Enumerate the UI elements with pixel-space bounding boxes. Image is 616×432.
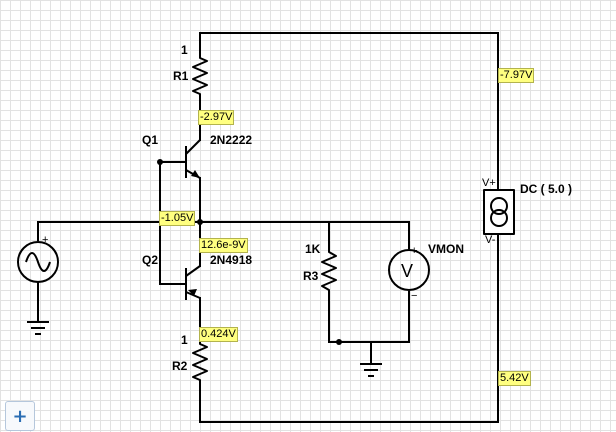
- dc-value-label: DC ( 5.0 ): [520, 182, 572, 196]
- vmon-symbol: V: [401, 261, 413, 281]
- ac-voltage-source[interactable]: +: [17, 234, 59, 283]
- resistor-r2[interactable]: 1 R2: [172, 333, 208, 382]
- probe-right-bottom[interactable]: 5.42V: [498, 371, 531, 386]
- top-rail-wire: [199, 32, 499, 191]
- source-circle-bottom-icon: [490, 209, 508, 227]
- ac-source-plus-label: +: [42, 234, 48, 246]
- bottom-rail-wire: [199, 381, 499, 423]
- probe-right-top[interactable]: -7.97V: [498, 68, 535, 83]
- ac-source-to-node-wire: [37, 221, 201, 241]
- vmon-top-wire: [199, 221, 410, 249]
- r1-value-label: 1: [181, 43, 188, 57]
- junction-emitter-node: [197, 219, 203, 225]
- probe-emitter-node[interactable]: 12.6e-9V: [199, 238, 248, 253]
- r2-ref-label: R2: [172, 359, 188, 373]
- probe-r1-bottom[interactable]: -2.97V: [198, 110, 235, 125]
- r1-ref-label: R1: [173, 69, 189, 83]
- q2-emitter-arrow-icon: [188, 289, 197, 296]
- probe-r2-top[interactable]: 0.424V: [199, 327, 238, 342]
- transistor-q2[interactable]: Q2 2N4918: [142, 253, 252, 300]
- wires: [37, 32, 499, 423]
- q1-emitter-arrow-icon: [191, 170, 200, 178]
- r2-value-label: 1: [181, 333, 188, 347]
- dc-source[interactable]: V+ V- DC ( 5.0 ): [482, 177, 572, 246]
- q1-model-label: 2N2222: [210, 133, 252, 147]
- plus-icon: +: [12, 405, 28, 427]
- r3-value-label: 1K: [305, 242, 321, 256]
- bottom-return-wire: [328, 291, 410, 343]
- ground-symbol-bottom: [360, 363, 382, 377]
- dc-plus-label: V+: [482, 177, 496, 189]
- r3-ref-label: R3: [303, 269, 319, 283]
- source-circle-top-icon: [490, 197, 508, 215]
- transistor-q1[interactable]: Q1 2N2222: [142, 133, 252, 179]
- vmon-minus-label: −: [411, 290, 417, 302]
- dc-minus-label: V-: [485, 234, 496, 246]
- junction-bottom-return: [336, 339, 342, 345]
- vmon-ref-label: VMON: [428, 242, 464, 256]
- zoom-in-button[interactable]: +: [5, 401, 35, 431]
- resistor-r3[interactable]: 1K R3: [303, 242, 337, 296]
- ground-symbol-left: [27, 321, 49, 335]
- resistor-r1[interactable]: 1 R1: [173, 43, 208, 98]
- q2-ref-label: Q2: [142, 253, 158, 267]
- q1-ref-label: Q1: [142, 133, 158, 147]
- voltmeter-vmon[interactable]: V + − VMON: [388, 242, 464, 302]
- sine-wave-icon: [25, 252, 51, 272]
- vmon-plus-label: +: [411, 245, 417, 257]
- probe-base-node[interactable]: -1.05V: [159, 211, 196, 226]
- q2-model-label: 2N4918: [210, 253, 252, 267]
- junction-base-q1: [157, 159, 163, 165]
